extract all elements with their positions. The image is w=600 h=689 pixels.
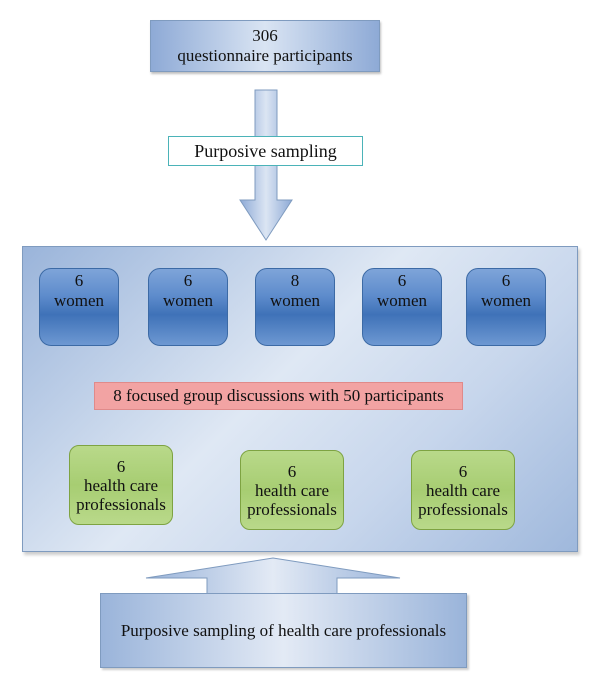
purposive-sampling-box: Purposive sampling: [168, 136, 363, 166]
women-group-3: 8 women: [255, 268, 335, 346]
women-group-count: 8: [290, 271, 300, 290]
women-group-label: women: [53, 291, 105, 310]
women-group-4: 6 women: [362, 268, 442, 346]
up-arrow: [145, 557, 401, 595]
professionals-label-line1: health care: [83, 475, 159, 495]
women-group-label: women: [376, 291, 428, 310]
professionals-count: 6: [287, 461, 297, 481]
women-group-label: women: [162, 291, 214, 310]
purposive-sampling-professionals-box: Purposive sampling of health care profes…: [100, 593, 467, 668]
professionals-group-2: 6 health care professionals: [240, 450, 344, 530]
questionnaire-count: 306: [252, 26, 278, 45]
women-group-label: women: [269, 291, 321, 310]
women-group-count: 6: [397, 271, 407, 290]
focus-group-summary: 8 focused group discussions with 50 part…: [94, 382, 463, 410]
professionals-group-1: 6 health care professionals: [69, 445, 173, 525]
professionals-label-line2: professionals: [418, 499, 508, 519]
questionnaire-participants-box: 306 questionnaire participants: [150, 20, 380, 72]
women-group-2: 6 women: [148, 268, 228, 346]
professionals-count: 6: [458, 461, 468, 481]
professionals-label-line1: health care: [425, 480, 501, 500]
women-group-count: 6: [183, 271, 193, 290]
purposive-sampling-label: Purposive sampling: [194, 140, 337, 161]
focus-group-summary-label: 8 focused group discussions with 50 part…: [113, 386, 444, 405]
professionals-label-line2: professionals: [247, 499, 337, 519]
purposive-sampling-professionals-label: Purposive sampling of health care profes…: [120, 620, 447, 640]
professionals-label-line2: professionals: [76, 494, 166, 514]
women-group-1: 6 women: [39, 268, 119, 346]
women-group-label: women: [480, 291, 532, 310]
women-group-count: 6: [74, 271, 84, 290]
professionals-label-line1: health care: [254, 480, 330, 500]
professionals-group-3: 6 health care professionals: [411, 450, 515, 530]
professionals-count: 6: [116, 456, 126, 476]
questionnaire-label: questionnaire participants: [177, 46, 353, 65]
women-group-5: 6 women: [466, 268, 546, 346]
women-group-count: 6: [501, 271, 511, 290]
